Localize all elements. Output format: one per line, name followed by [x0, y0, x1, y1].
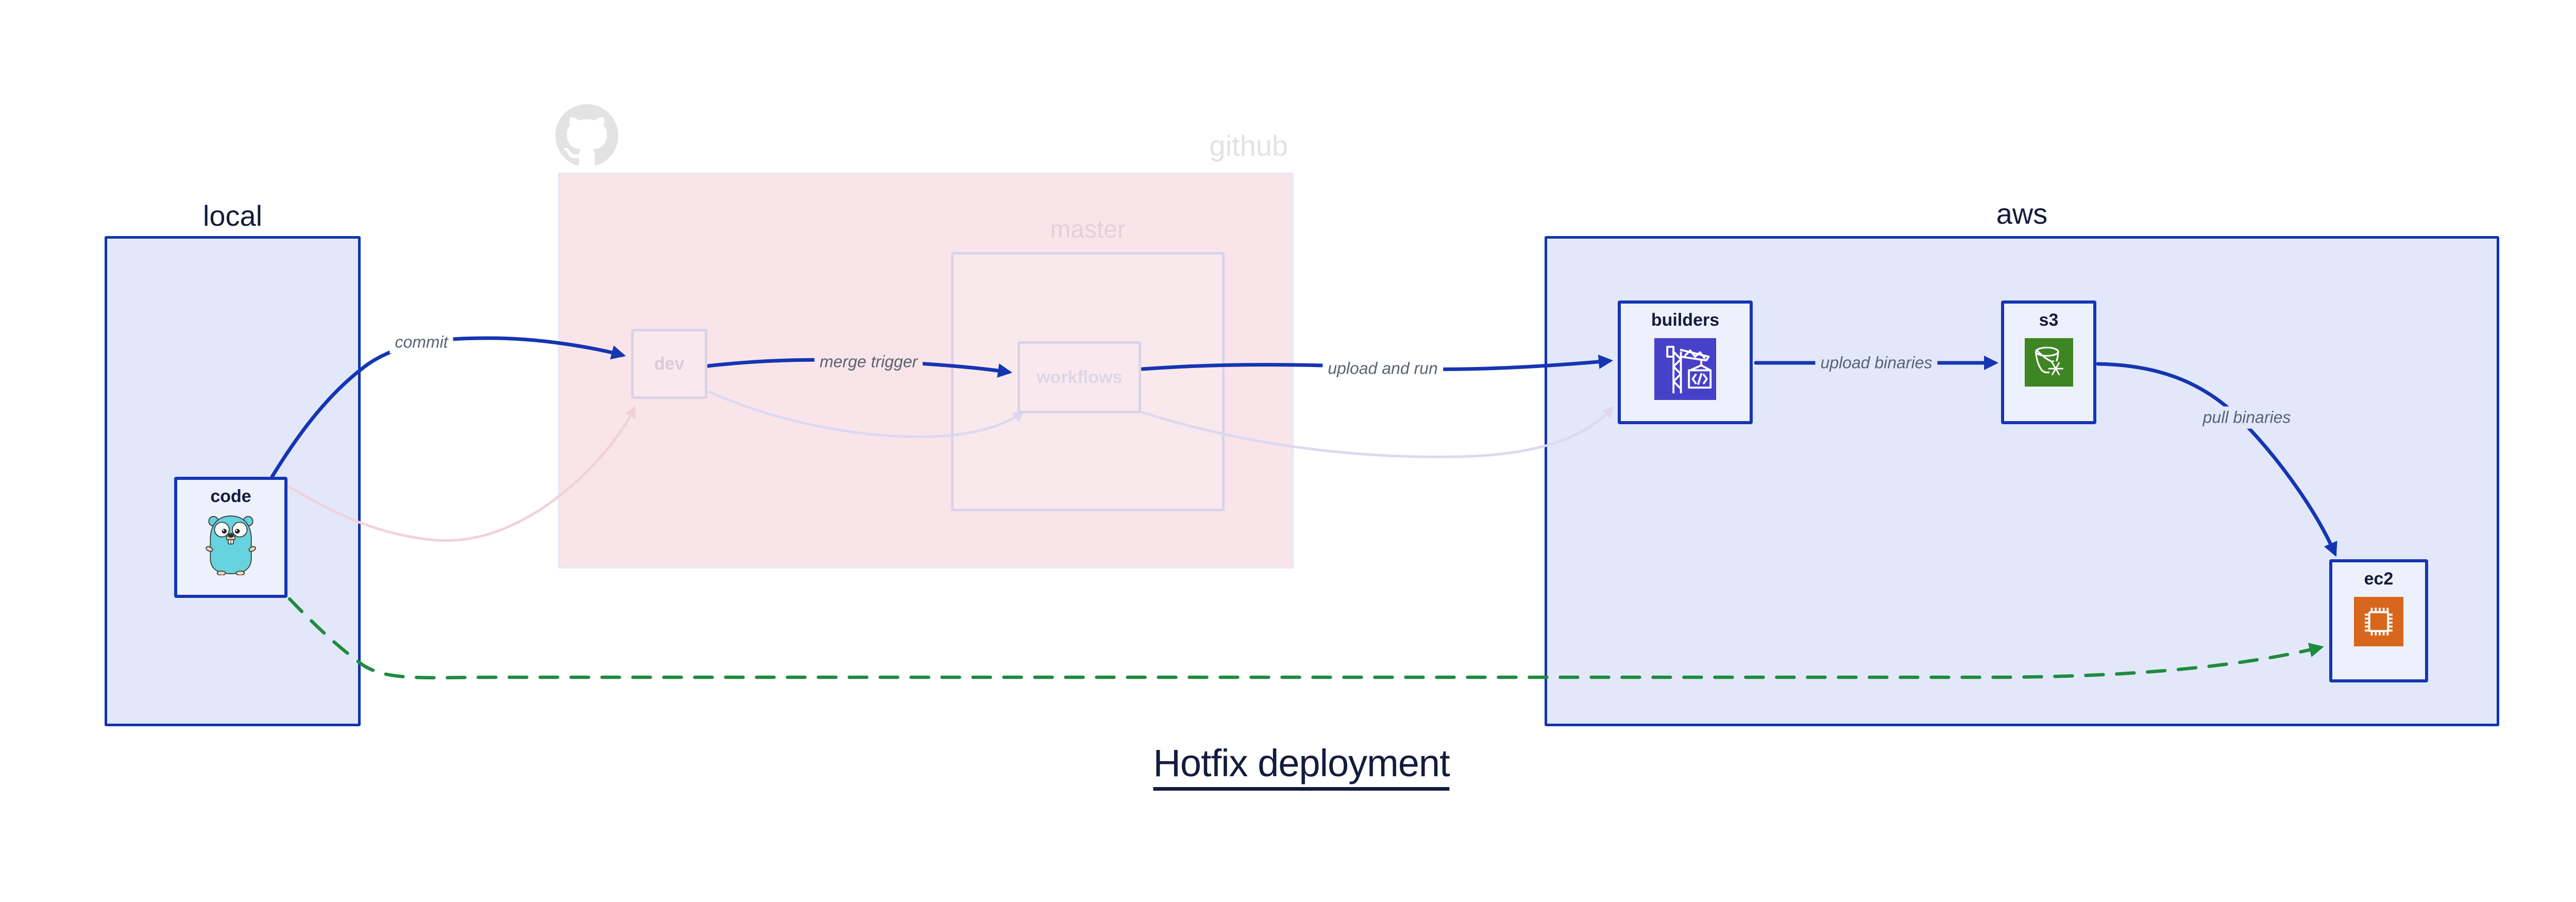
- edge-label-upload-and-run: upload and run: [1323, 357, 1443, 380]
- node-s3-label: s3: [2039, 310, 2059, 330]
- github-octocat-icon: [555, 104, 618, 165]
- go-gopher-icon: [206, 515, 256, 575]
- edge-code-dev-faded: [286, 405, 636, 542]
- edge-commit: [270, 336, 626, 479]
- label-github: github: [1209, 129, 1288, 162]
- aws-ec2-chip-icon: [2354, 596, 2403, 646]
- label-master: master: [1050, 216, 1126, 243]
- edge-dev-workflows-faded: [707, 390, 1025, 438]
- edge-label-commit: commit: [389, 331, 453, 354]
- edge-label-merge-trigger: merge trigger: [814, 350, 923, 373]
- label-aws: aws: [1996, 197, 2048, 230]
- label-local: local: [202, 199, 263, 232]
- edge-hotfix-dashed: [287, 597, 2324, 680]
- node-ec2: ec2: [2329, 559, 2428, 682]
- edge-workflows-builders-faded: [1141, 406, 1615, 458]
- node-code-label: code: [210, 487, 251, 506]
- edge-label-pull-binaries: pull binaries: [2197, 406, 2296, 429]
- node-builders: builders: [1618, 300, 1753, 424]
- edge-label-upload-binaries: upload binaries: [1815, 352, 1938, 374]
- node-workflows: workflows: [1018, 341, 1141, 413]
- node-dev: dev: [631, 329, 707, 399]
- node-dev-label: dev: [654, 354, 685, 374]
- aws-codebuild-icon: [1654, 338, 1716, 400]
- edge-pull-binaries: [2096, 362, 2337, 557]
- page-title: Hotfix deployment: [1153, 741, 1450, 791]
- aws-s3-bucket-icon: [2024, 338, 2073, 387]
- node-ec2-label: ec2: [2364, 569, 2394, 589]
- node-code: code: [174, 477, 287, 598]
- node-builders-label: builders: [1651, 310, 1720, 330]
- node-s3: s3: [2001, 300, 2096, 424]
- node-workflows-label: workflows: [1036, 367, 1123, 387]
